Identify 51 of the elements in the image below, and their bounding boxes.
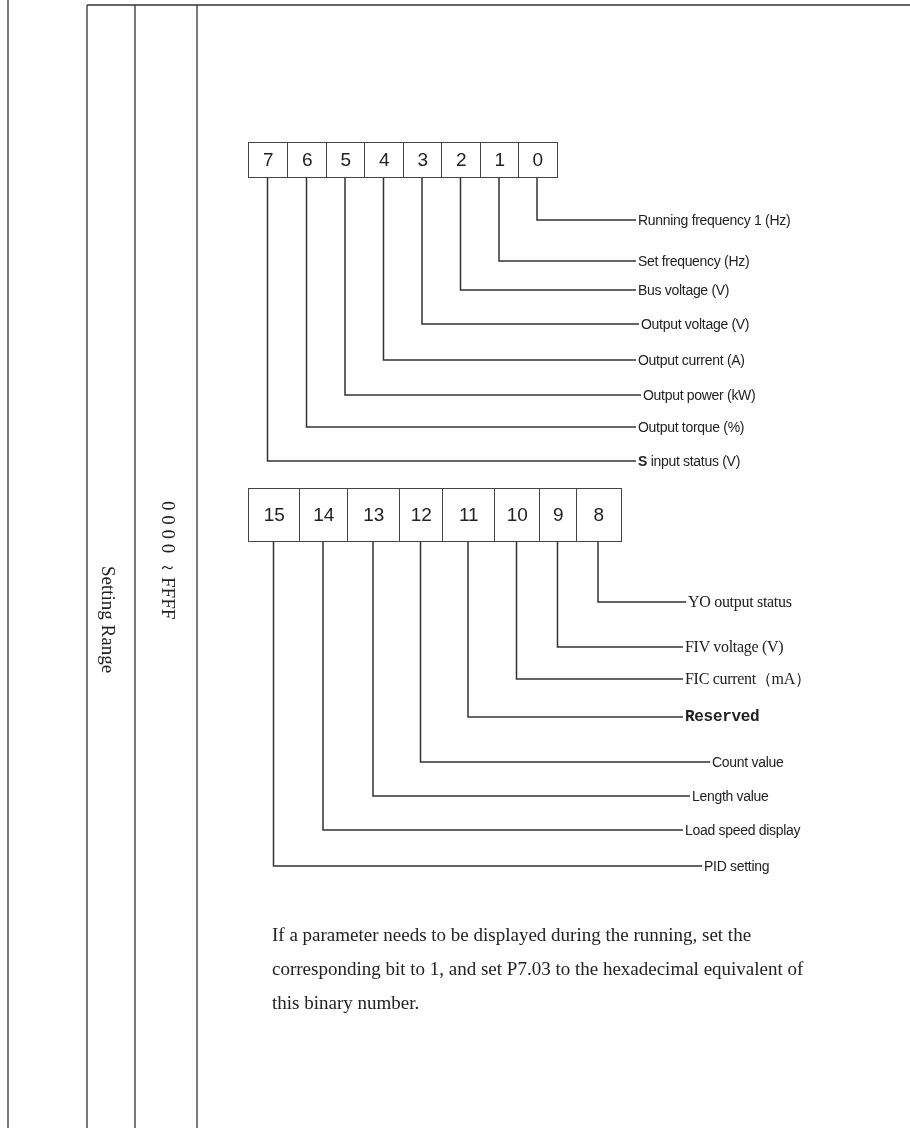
bit-box: 7 (248, 142, 289, 178)
parameter-label: Output voltage (V) (641, 315, 750, 333)
bit-box: 11 (442, 488, 496, 542)
bit-box: 2 (441, 142, 482, 178)
parameter-label: FIV voltage (V) (685, 638, 784, 656)
leader-line (467, 541, 684, 718)
parameter-label: FIC current（mA） (685, 670, 811, 688)
bit-box: 3 (403, 142, 443, 178)
leader-line (536, 177, 637, 221)
bit-box: 15 (248, 488, 301, 542)
bit-box: 9 (539, 488, 578, 542)
parameter-label: Reserved (685, 708, 760, 726)
table-cell-text: Setting Range (97, 565, 119, 676)
leader-line (372, 541, 691, 797)
parameter-label: Output torque (%) (638, 418, 745, 436)
leader-line (597, 541, 687, 603)
parameter-label: Output power (kW) (643, 386, 756, 404)
leader-line (556, 541, 684, 648)
parameter-label: Running frequency 1 (Hz) (638, 211, 791, 229)
bit-box: 6 (287, 142, 328, 178)
parameter-label: Output current (A) (638, 351, 745, 369)
leader-line (266, 177, 637, 462)
bit-box: 14 (299, 488, 349, 542)
bit-box: 8 (576, 488, 622, 542)
leader-line (419, 541, 711, 763)
parameter-label: Set frequency (Hz) (638, 252, 750, 270)
parameter-label: YO output status (688, 593, 792, 611)
bit-box: 0 (518, 142, 558, 178)
parameter-label: PID setting (704, 857, 770, 875)
leader-line (498, 177, 637, 262)
bit-box: 5 (326, 142, 366, 178)
note-text: If a parameter needs to be displayed during the running, set the corresponding bit to 1, and set P7.03 to the hexadecimal equivalent of this binary number. (272, 923, 805, 1015)
leader-line (344, 177, 642, 396)
leader-line (322, 541, 684, 831)
parameter-label: Length value (692, 787, 769, 805)
parameter-label: S input status (V) (638, 452, 740, 470)
leader-line (421, 177, 640, 325)
leader-line (272, 541, 703, 867)
parameter-label: Load speed display (685, 821, 801, 839)
leader-line (459, 177, 637, 291)
bit-box: 4 (364, 142, 405, 178)
bit-box: 12 (399, 488, 444, 542)
table-cell-text: 0 0 0 0 ～FFFF (157, 499, 180, 622)
leader-line (382, 177, 637, 361)
leader-line (305, 177, 637, 428)
parameter-label: Bus voltage (V) (638, 281, 730, 299)
bit-box: 1 (480, 142, 520, 178)
bit-box: 13 (347, 488, 401, 542)
parameter-label: Count value (712, 753, 784, 771)
leader-line (515, 541, 684, 680)
bit-box: 10 (494, 488, 541, 542)
